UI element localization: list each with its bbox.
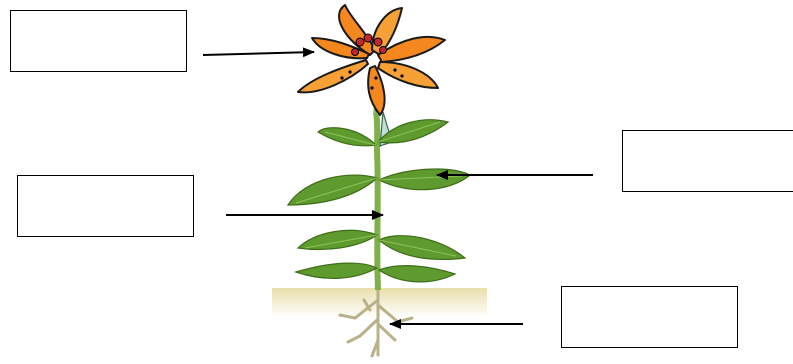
stem bbox=[376, 112, 378, 290]
flower-icon bbox=[298, 5, 445, 115]
pointer-arrows bbox=[203, 52, 593, 324]
flower-arrow bbox=[203, 52, 314, 55]
